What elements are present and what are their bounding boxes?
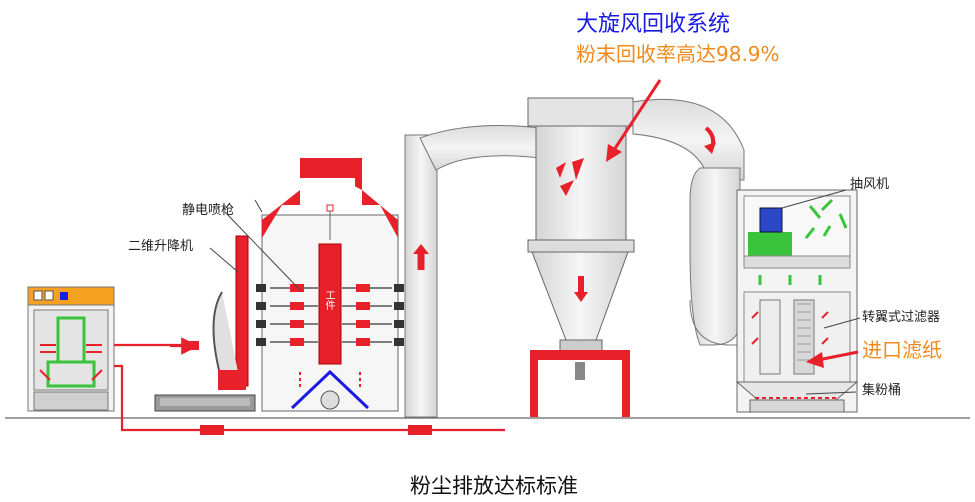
lifter-machine [154, 235, 256, 412]
cyclone-title-label: 大旋风回收系统 [576, 12, 731, 37]
exhaust-duct [632, 98, 745, 346]
rotary-filter-label: 转翼式过滤器 [862, 310, 941, 325]
workpiece-label: 工件 [323, 290, 334, 310]
lifter-label: 二维升降机 [128, 239, 194, 254]
recovery-rate-label: 粉末回收率高达98.9% [576, 42, 780, 66]
pipe-valve-1 [200, 425, 224, 435]
spray-booth [256, 158, 404, 412]
powder-pipes [114, 337, 505, 432]
exhaust-fan-label: 抽风机 [850, 177, 890, 192]
callout-arrows [606, 79, 859, 368]
powder-supply-center [27, 286, 115, 412]
leader-lines [209, 189, 861, 395]
riser-duct [404, 125, 541, 418]
cyclone-separator [527, 97, 635, 417]
filter-paper-label: 进口滤纸 [862, 338, 942, 362]
spray-gun-label: 静电喷枪 [182, 203, 235, 218]
pipe-valve-2 [408, 425, 432, 435]
caption: 粉尘排放达标标准 [410, 474, 578, 498]
pipe-valve-3 [187, 341, 199, 350]
filter-unit [735, 189, 859, 413]
powder-bucket-label: 集粉桶 [862, 383, 902, 398]
